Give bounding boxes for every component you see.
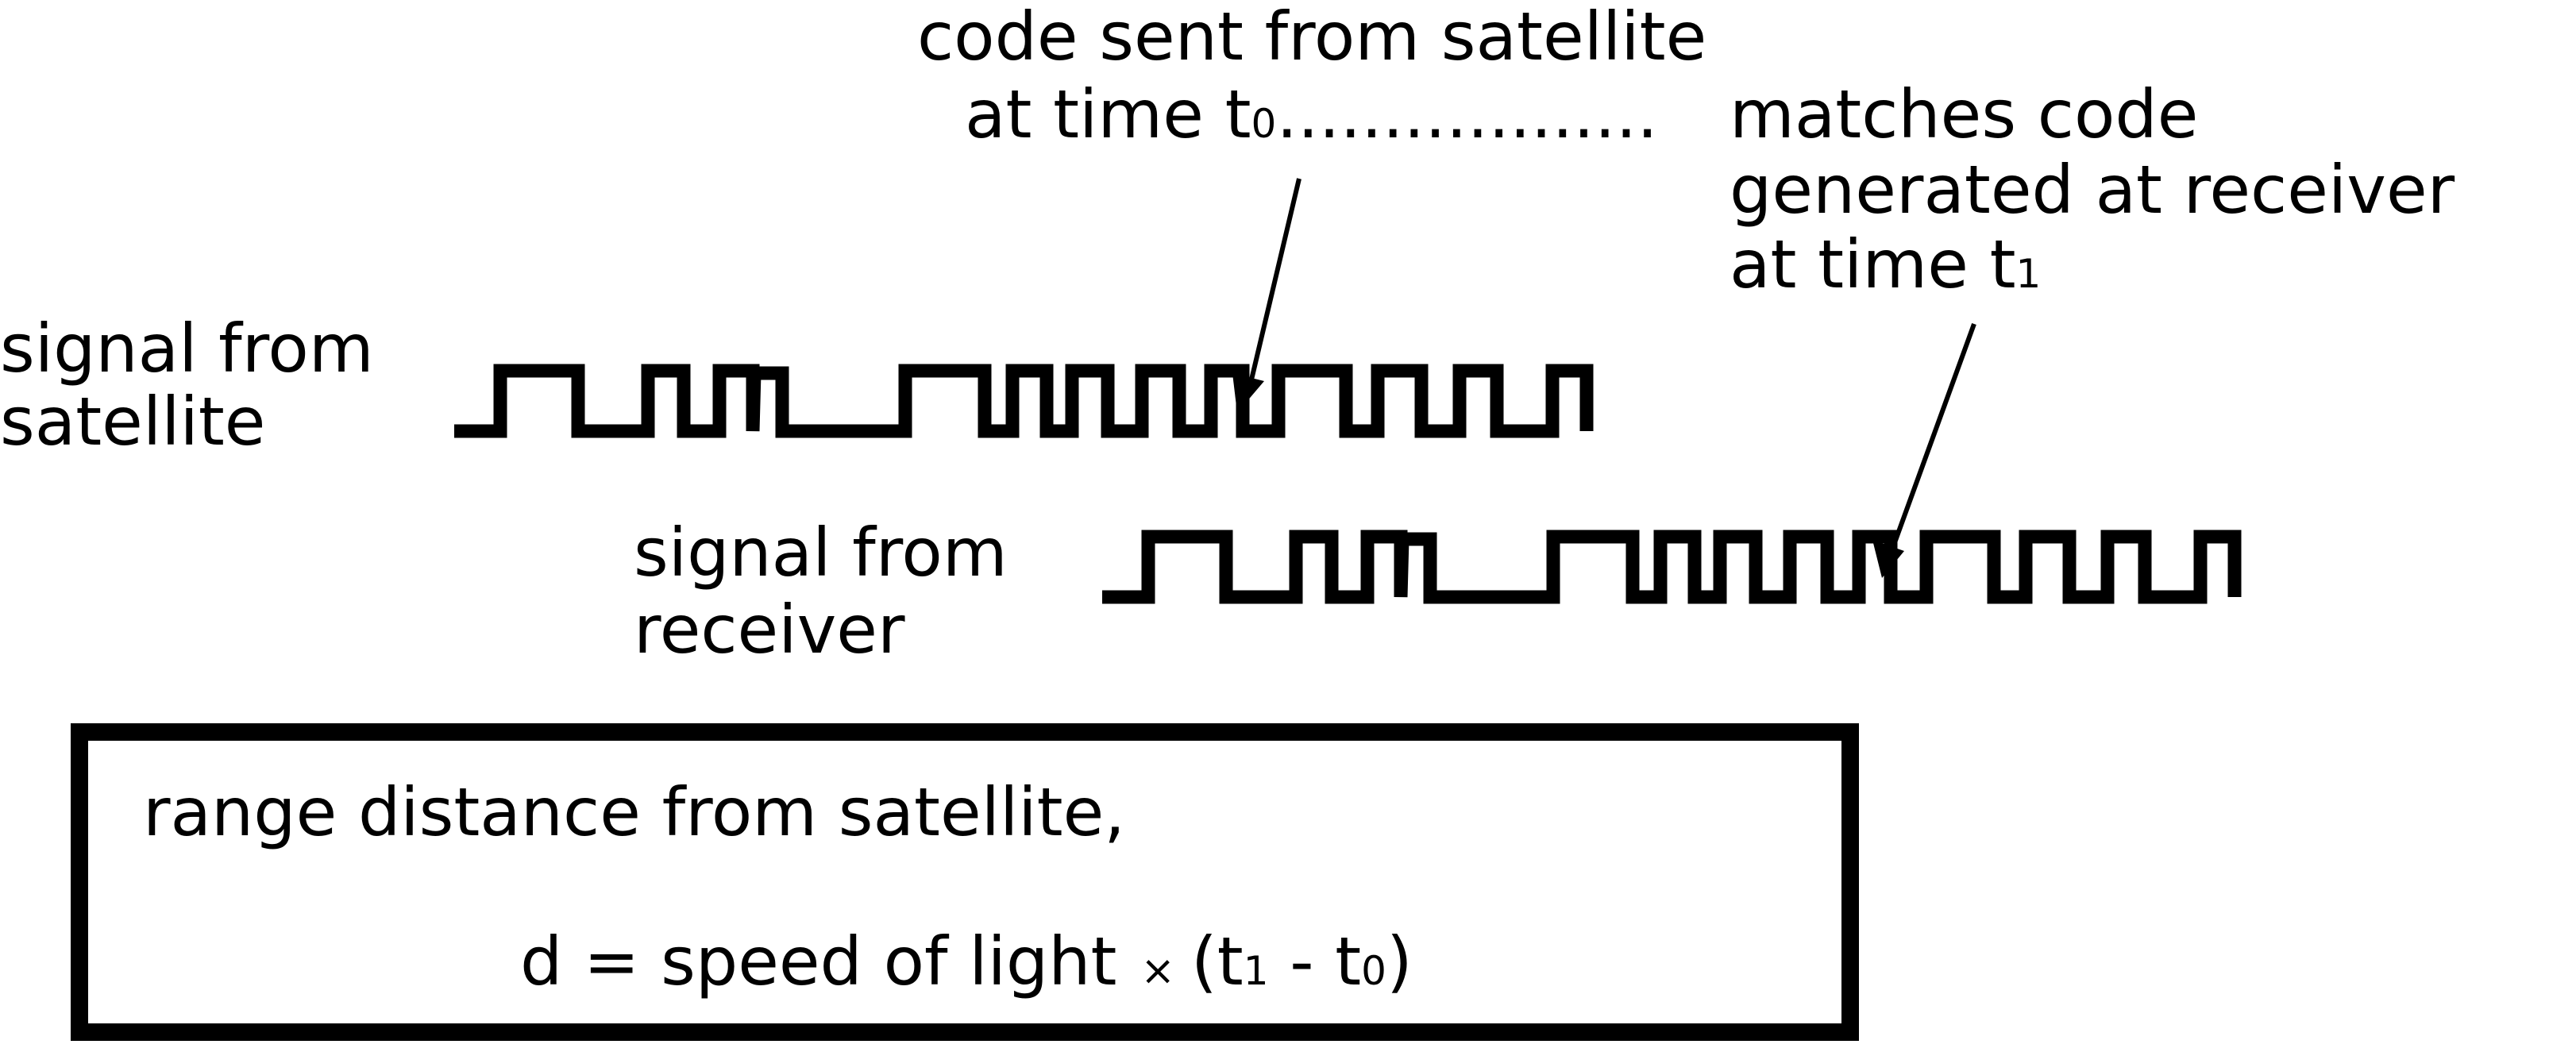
receiver-signal-label-line1: signal from (634, 514, 1008, 591)
distance-formula: d = speed of light × (t1 - t0) (520, 923, 1413, 1000)
formula-box (71, 723, 1859, 1041)
paren-open-t: (t (1191, 923, 1244, 1000)
at-time-t-text: at time t (965, 75, 1251, 153)
satellite-square-wave (454, 364, 1594, 438)
dotted-leader: .................. (1276, 75, 1658, 153)
matches-text-line3: at time t1 (1730, 225, 2041, 303)
t0-arrow-shaft (1246, 178, 1301, 394)
paren-close: ) (1386, 923, 1413, 1000)
t0-subscript: 0 (1251, 101, 1277, 147)
code-sent-text-line2: at time t0.................. (965, 75, 1658, 153)
receiver-square-wave (1102, 530, 2242, 604)
t1-arrow-shaft (1888, 322, 1976, 557)
satellite-signal-label-line2: satellite (0, 383, 265, 460)
formula-prefix: d = speed of light (520, 923, 1116, 1000)
range-distance-text: range distance from satellite, (143, 773, 1125, 851)
satellite-signal-label-line1: signal from (0, 310, 374, 387)
code-sent-text-line1: code sent from satellite (917, 0, 1706, 75)
matches-text-line1: matches code (1730, 75, 2198, 153)
t0-arrow-head (1232, 373, 1264, 413)
matches-text-line2: generated at receiver (1730, 151, 2455, 229)
t1-subscript: 1 (2016, 251, 2042, 297)
minus-t: - t (1269, 923, 1362, 1000)
receiver-signal-label-line2: receiver (634, 591, 905, 668)
formula-t1-subscript: 1 (1244, 948, 1269, 994)
at-time-t1-text: at time t (1730, 225, 2016, 303)
formula-t0-subscript: 0 (1361, 948, 1386, 994)
times-symbol: × (1140, 947, 1175, 995)
t1-arrow-head (1872, 540, 1904, 578)
